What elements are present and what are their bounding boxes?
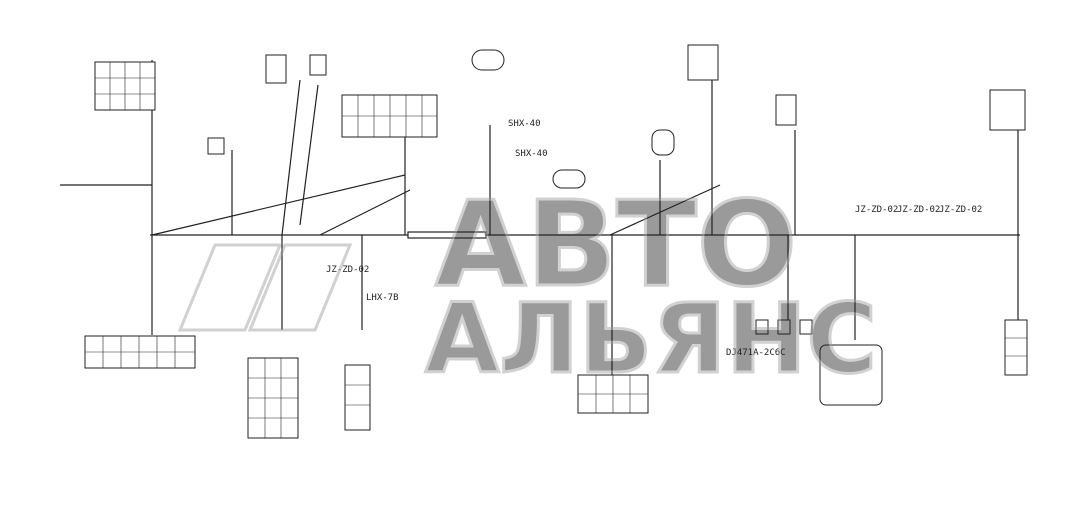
watermark-logo-icon [177,243,353,332]
label-jz-right-3: JZ-ZD-02 [939,205,982,215]
harness-labels: SHX-40 SHX-40 JZ-ZD-02 LHX-7B DJ471A-2C6… [326,119,982,358]
label-jz-right-2: JZ-ZD-02 [897,205,940,215]
watermark-line2: АЛЬЯНС [425,283,877,395]
main-trunk [60,60,1020,375]
label-shx40-mid: SHX-40 [515,149,548,159]
label-dj471a: DJ471A-2C6C [726,348,786,358]
label-jz-zd-02: JZ-ZD-02 [326,265,369,275]
watermark: АВТО АЛЬЯНС [177,174,878,397]
connector-grid [85,62,1027,438]
label-shx40-top: SHX-40 [508,119,541,129]
watermark-line1: АВТО [435,175,797,313]
label-lhx-7b: LHX-7B [366,293,399,303]
label-jz-right-1: JZ-ZD-02 [855,205,898,215]
